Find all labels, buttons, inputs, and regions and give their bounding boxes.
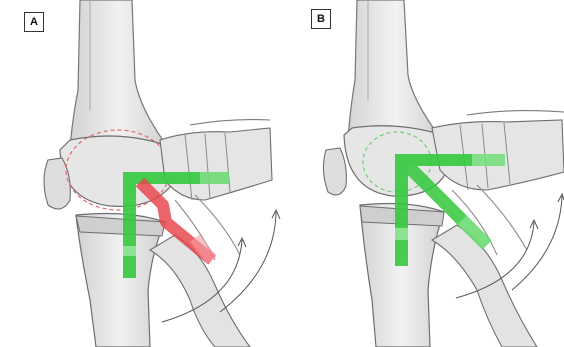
humerus-bone xyxy=(70,0,170,150)
elbow-illustration-b xyxy=(282,0,564,347)
carpal-bones xyxy=(160,128,272,200)
humerus-bone xyxy=(348,0,442,140)
panel-a: A xyxy=(0,0,282,347)
panel-label-a: A xyxy=(24,12,44,32)
panel-b: B xyxy=(282,0,564,347)
medial-epicondyle xyxy=(323,148,346,195)
elbow-illustration-a xyxy=(0,0,282,347)
panel-label-b: B xyxy=(311,9,331,29)
